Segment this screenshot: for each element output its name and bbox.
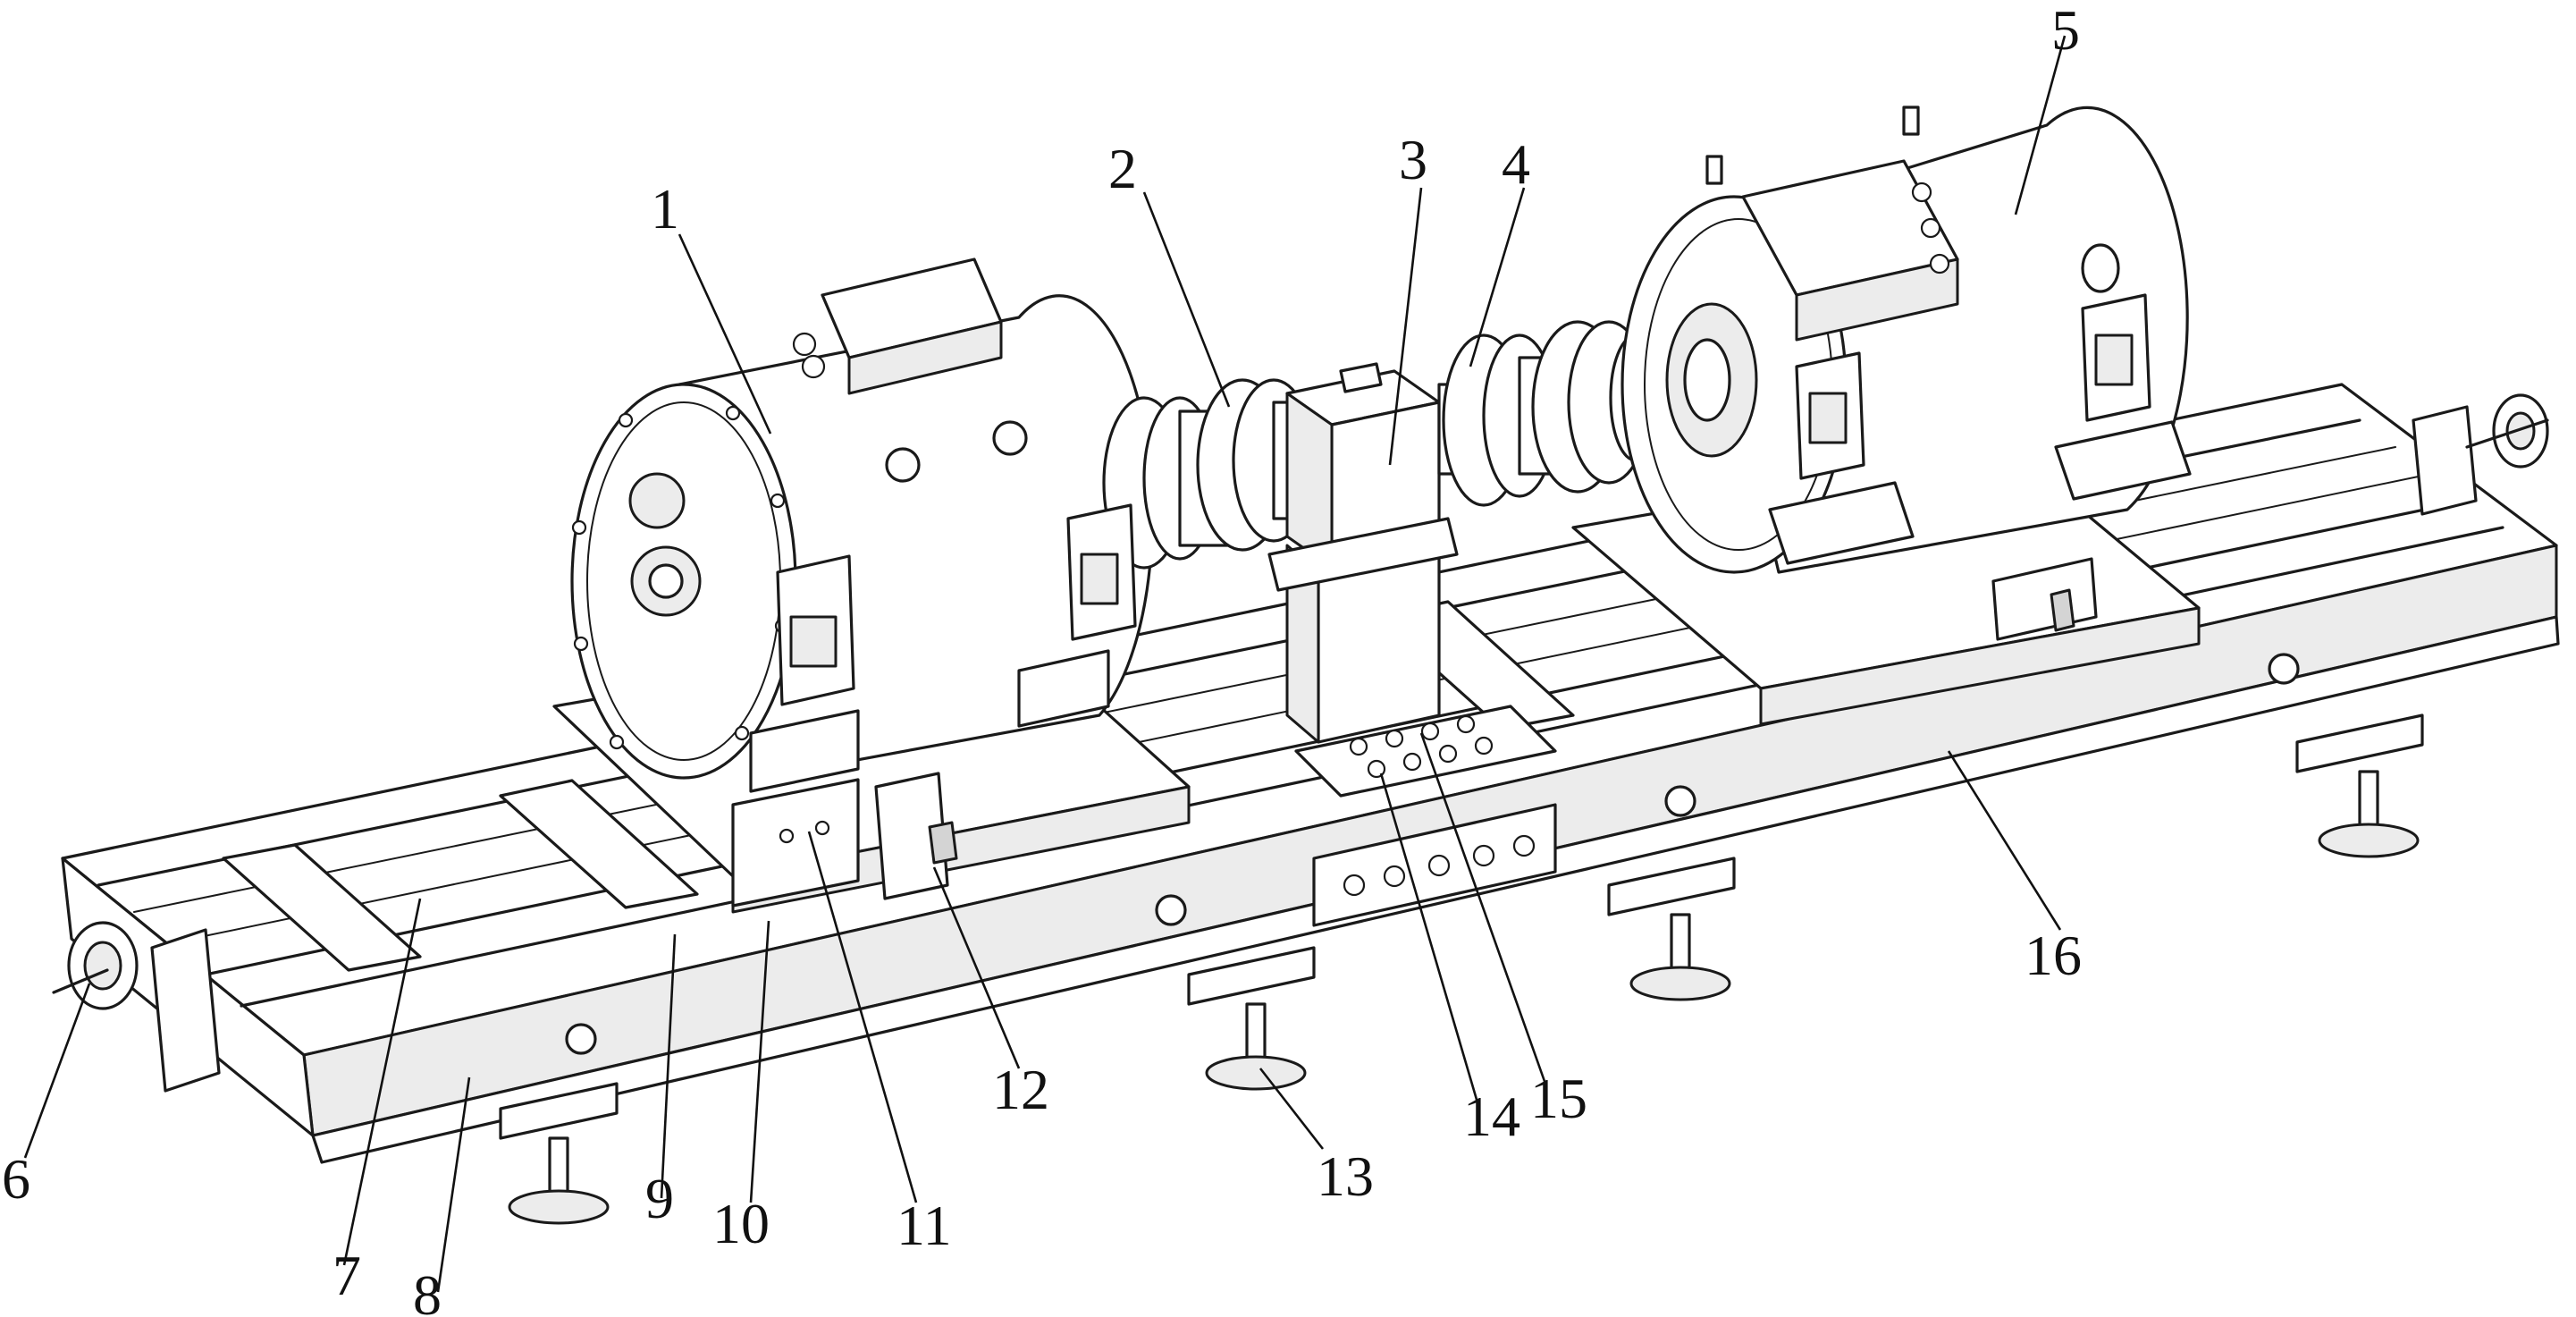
callout-2: 2 [1108,137,1137,200]
callout-11: 11 [897,1194,952,1257]
foot-1 [499,1082,619,1225]
callout-16: 16 [2025,924,2082,987]
callout-10: 10 [712,1192,770,1255]
callout-12: 12 [992,1058,1049,1121]
callout-9: 9 [645,1167,674,1230]
callout-4: 4 [1502,132,1530,196]
callout-8: 8 [413,1263,442,1317]
foot-4 [2295,713,2424,858]
bearing-pedestal-3 [1267,362,1557,798]
callout-labels: 1 2 3 4 5 6 7 8 9 10 11 12 13 14 15 16 [2,0,2082,1317]
callout-6: 6 [2,1147,30,1211]
leveling-feet [499,713,2424,1225]
motor-5 [1621,106,2192,574]
callout-15: 15 [1530,1067,1587,1130]
foot-2 [1187,946,1316,1091]
leader-lines [23,35,2067,1293]
callout-5: 5 [2051,0,2080,62]
foot-3 [1607,857,1736,1001]
motor-1 [570,257,1154,793]
callout-7: 7 [333,1244,361,1307]
callout-1: 1 [651,177,679,241]
callout-14: 14 [1463,1085,1520,1148]
handwheel-left [52,921,221,1093]
handwheel-right [2412,393,2549,516]
callout-3: 3 [1399,128,1427,191]
callout-13: 13 [1317,1144,1374,1208]
